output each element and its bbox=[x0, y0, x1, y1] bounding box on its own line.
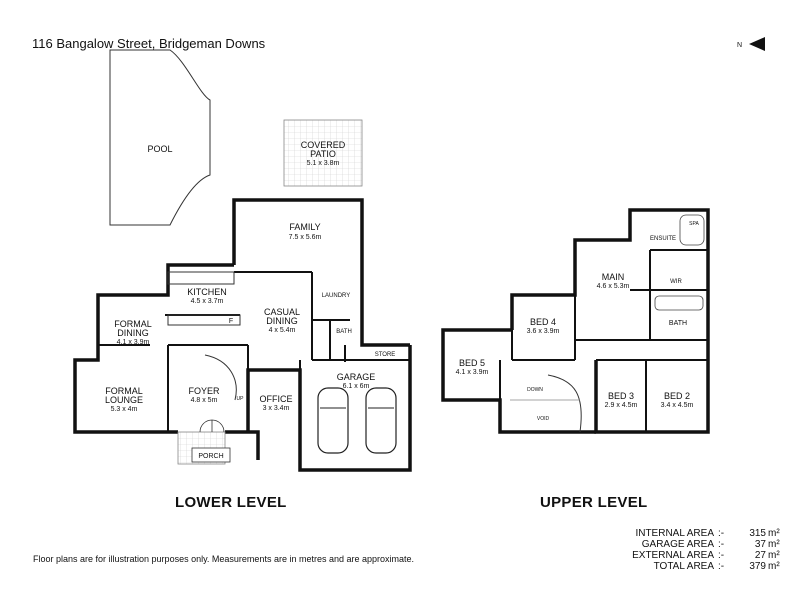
room-wir: WIR bbox=[670, 279, 682, 285]
area-value: 379 bbox=[749, 561, 766, 572]
room-bath-upper: BATH bbox=[669, 320, 687, 327]
area-separator: :- bbox=[718, 528, 725, 539]
room-covered-patio-name1: COVERED bbox=[301, 140, 346, 150]
room-covered-patio-name2: PATIO bbox=[310, 149, 336, 159]
room-spa: SPA bbox=[689, 221, 699, 227]
room-bed4: BED 4 bbox=[530, 317, 556, 327]
area-unit: m² bbox=[768, 561, 780, 572]
area-label: GARAGE AREA bbox=[641, 539, 714, 550]
room-bed2-dims: 3.4 x 4.5m bbox=[661, 402, 694, 409]
room-casual-dining-dims: 4 x 5.4m bbox=[269, 327, 296, 334]
room-main-dims: 4.6 x 5.3m bbox=[597, 283, 630, 290]
room-formal-dining-name2: DINING bbox=[117, 328, 149, 338]
room-porch: PORCH bbox=[198, 453, 223, 460]
kitchen-island bbox=[167, 314, 241, 326]
room-foyer-dims: 4.8 x 5m bbox=[191, 397, 218, 404]
area-unit: m² bbox=[768, 528, 780, 539]
foyer-stair bbox=[204, 354, 237, 401]
room-ensuite: ENSUITE bbox=[650, 236, 676, 242]
room-foyer: FOYER bbox=[188, 386, 220, 396]
outer-wall bbox=[510, 208, 710, 434]
outer-wall bbox=[441, 328, 596, 434]
room-kitchen: KITCHEN bbox=[187, 287, 227, 297]
room-office: OFFICE bbox=[260, 394, 293, 404]
outer-wall bbox=[225, 430, 260, 460]
spa-fixture bbox=[679, 214, 705, 246]
outer-wall bbox=[246, 368, 302, 432]
room-covered-patio-dims: 5.1 x 3.8m bbox=[307, 160, 340, 167]
room-bed5: BED 5 bbox=[459, 358, 485, 368]
room-casual-dining-name1: CASUAL bbox=[264, 307, 300, 317]
area-row-total: TOTAL AREA :- 379 m² bbox=[600, 561, 786, 572]
room-void: VOID bbox=[537, 416, 550, 422]
room-formal-lounge-dims: 5.3 x 4m bbox=[111, 406, 138, 413]
porch-label-box bbox=[191, 447, 231, 463]
car-right bbox=[365, 387, 397, 454]
room-formal-dining-name1: FORMAL bbox=[114, 319, 152, 329]
stair-down-label: DOWN bbox=[527, 387, 543, 393]
area-value: 37 bbox=[754, 539, 766, 550]
area-separator: :- bbox=[718, 561, 725, 572]
room-formal-lounge-name2: LOUNGE bbox=[105, 395, 143, 405]
room-bed3-dims: 2.9 x 4.5m bbox=[605, 402, 638, 409]
north-arrow-icon: N bbox=[737, 37, 765, 51]
room-bed2: BED 2 bbox=[664, 391, 690, 401]
area-label: INTERNAL AREA bbox=[635, 528, 714, 539]
lower-level-plan bbox=[73, 49, 412, 472]
property-address: 116 Bangalow Street, Bridgeman Downs bbox=[32, 36, 266, 51]
room-bed5-dims: 4.1 x 3.9m bbox=[456, 369, 489, 376]
room-casual-dining-name2: DINING bbox=[266, 316, 298, 326]
room-garage-dims: 6.1 x 6m bbox=[343, 383, 370, 390]
area-separator: :- bbox=[718, 550, 725, 561]
north-label: N bbox=[737, 42, 742, 49]
room-laundry: LAUNDRY bbox=[322, 293, 351, 299]
room-formal-lounge-name1: FORMAL bbox=[105, 386, 143, 396]
outer-wall bbox=[73, 263, 234, 434]
room-formal-dining-dims: 4.1 x 3.9m bbox=[117, 339, 150, 346]
area-separator: :- bbox=[718, 539, 725, 550]
room-family: FAMILY bbox=[289, 222, 320, 232]
area-unit: m² bbox=[768, 550, 780, 561]
outer-wall bbox=[360, 338, 410, 347]
room-family-dims: 7.5 x 5.6m bbox=[289, 234, 322, 241]
outer-wall bbox=[298, 345, 412, 472]
bathtub-fixture bbox=[654, 295, 704, 311]
car-left bbox=[317, 387, 349, 454]
area-summary-table: INTERNAL AREA :- 315 m² GARAGE AREA :- 3… bbox=[600, 528, 786, 572]
outer-wall bbox=[232, 198, 364, 338]
stair-up-label: UP bbox=[237, 396, 245, 402]
room-office-dims: 3 x 3.4m bbox=[263, 405, 290, 412]
kitchen-bench bbox=[167, 271, 235, 285]
room-bed4-dims: 3.6 x 3.9m bbox=[527, 328, 560, 335]
room-store: STORE bbox=[375, 352, 396, 358]
area-row-garage: GARAGE AREA :- 37 m² bbox=[600, 539, 786, 550]
area-row-external: EXTERNAL AREA :- 27 m² bbox=[600, 550, 786, 561]
room-bed3: BED 3 bbox=[608, 391, 634, 401]
area-value: 315 bbox=[749, 528, 766, 539]
room-garage: GARAGE bbox=[337, 372, 376, 382]
room-bath-lower: BATH bbox=[336, 329, 352, 335]
area-label: TOTAL AREA bbox=[653, 561, 714, 572]
area-unit: m² bbox=[768, 539, 780, 550]
room-pool: POOL bbox=[147, 144, 172, 154]
upper-level-title: UPPER LEVEL bbox=[540, 494, 648, 511]
room-kitchen-dims: 4.5 x 3.7m bbox=[191, 298, 224, 305]
area-row-internal: INTERNAL AREA :- 315 m² bbox=[600, 528, 786, 539]
upper-level-plan bbox=[441, 208, 710, 434]
front-door bbox=[199, 419, 225, 433]
room-main: MAIN bbox=[602, 272, 625, 282]
upper-stair bbox=[547, 374, 582, 433]
covered-patio-area bbox=[283, 119, 363, 187]
disclaimer-text: Floor plans are for illustration purpose… bbox=[33, 554, 415, 564]
fridge-label: F bbox=[229, 318, 233, 325]
pool-outline bbox=[109, 49, 211, 226]
area-label: EXTERNAL AREA bbox=[632, 550, 714, 561]
area-value: 27 bbox=[754, 550, 766, 561]
lower-level-title: LOWER LEVEL bbox=[175, 494, 287, 511]
